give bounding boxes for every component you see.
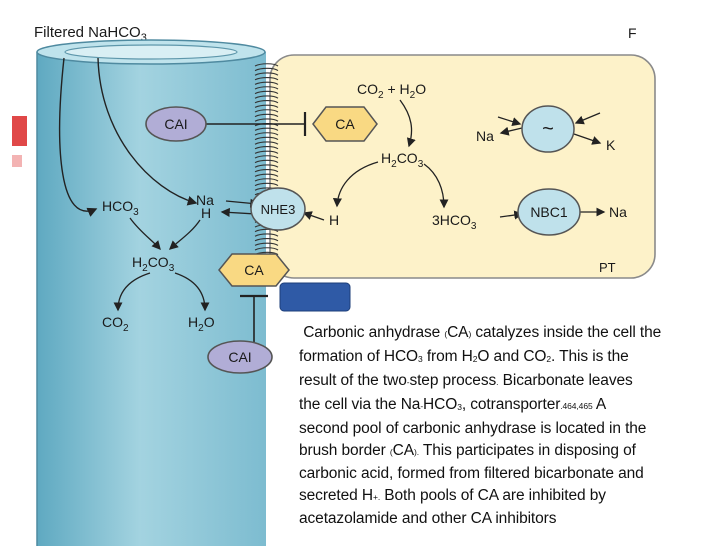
caption-line-7: carbonic acid, formed from filtered bica… bbox=[299, 465, 644, 482]
arrow-h2co3-to-3hco3 bbox=[423, 163, 449, 209]
cell-h2co3-label: H2CO3 bbox=[381, 150, 424, 170]
brush-border-loop bbox=[254, 233, 279, 237]
brush-border-loop bbox=[254, 127, 279, 131]
brush-border-loop bbox=[254, 90, 279, 95]
caption-line-1: Carbonic anhydrase (CA) catalyzes inside… bbox=[303, 324, 662, 341]
brush-border-loop bbox=[254, 132, 279, 136]
svg-text:NHE3: NHE3 bbox=[261, 202, 296, 217]
brush-border-loop bbox=[254, 146, 279, 150]
cell-h-label: H bbox=[329, 212, 339, 228]
caption-line-8: secreted H+. Both pools of CA are inhibi… bbox=[299, 486, 606, 504]
cell-na-left-label: Na bbox=[476, 128, 494, 144]
brush-border-loop bbox=[254, 155, 279, 159]
side-mark bbox=[12, 116, 27, 146]
arrow-atpase-na-out bbox=[499, 126, 523, 136]
brush-border-loop bbox=[254, 150, 279, 154]
arrow-h2co3-to-co2 bbox=[113, 272, 151, 312]
caption-line-4: the cell via the Na-HCO3, cotransporter.… bbox=[299, 395, 607, 413]
lumen-h2co3-label: H2CO3 bbox=[132, 254, 175, 274]
brush-border-loop bbox=[254, 164, 279, 168]
pt-cell bbox=[269, 54, 656, 279]
cai-bottom-node: CAI bbox=[207, 340, 273, 374]
cell-na-right-label: Na bbox=[609, 204, 627, 220]
lumen-hco3-label: HCO3 bbox=[102, 198, 139, 218]
lumen-h2o-label: H2O bbox=[188, 314, 215, 334]
svg-text:CA: CA bbox=[244, 262, 264, 278]
arrow-h-to-nhe3 bbox=[302, 211, 325, 221]
brush-border-loop bbox=[254, 100, 279, 104]
arrow-hco3-to-h2co3 bbox=[129, 217, 161, 251]
caption-line-6: brush border (CA). This participates in … bbox=[299, 441, 636, 459]
brush-border-loop bbox=[254, 238, 279, 242]
ca-bottom-node: CA bbox=[218, 253, 290, 287]
lumen-na-label: Na bbox=[196, 192, 214, 208]
corner-mark: F bbox=[628, 25, 637, 41]
brush-border-loop bbox=[254, 159, 279, 164]
arrow-atpase-na-in bbox=[497, 116, 522, 126]
brush-border-loop bbox=[254, 77, 279, 81]
brush-border-loop bbox=[254, 113, 279, 118]
brush-border-loop bbox=[254, 67, 279, 72]
caption-line-3: result of the two-step process. Bicarbon… bbox=[299, 372, 633, 389]
caption-line-2: formation of HCO3 from H2O and CO2. This… bbox=[299, 347, 629, 365]
arrow-h-out-of-cell bbox=[220, 207, 257, 217]
svg-text:~: ~ bbox=[542, 118, 554, 140]
svg-text:CAI: CAI bbox=[228, 349, 251, 365]
cell-3hco3-label: 3HCO3 bbox=[432, 212, 477, 232]
brush-border-loop bbox=[254, 141, 279, 145]
caption-line-5: second pool of carbonic anhydrase is loc… bbox=[299, 420, 647, 437]
svg-text:NBC1: NBC1 bbox=[530, 204, 568, 220]
brush-border-loop bbox=[254, 182, 279, 187]
brush-border-loop bbox=[254, 72, 279, 76]
diagram-title: Filtered NaHCO3 bbox=[34, 24, 147, 44]
cell-k-label: K bbox=[606, 137, 616, 153]
brush-border-loop bbox=[254, 169, 279, 173]
arrow-h2co3-to-h2o bbox=[174, 272, 210, 312]
arrow-h2co3-to-h bbox=[332, 161, 379, 208]
arrow-atpase-k-out bbox=[573, 133, 602, 145]
brush-border-loop bbox=[254, 104, 279, 108]
cell-pt-label: PT bbox=[599, 260, 616, 275]
caption-line-9: acetazolamide and other CA inhibitors bbox=[299, 510, 557, 527]
nhe3-node: NHE3 bbox=[250, 187, 306, 231]
lumen-h-label: H bbox=[201, 205, 211, 221]
brush-border-loop bbox=[254, 109, 279, 113]
brush-border-loop bbox=[254, 118, 279, 122]
cai-top-node: CAI bbox=[145, 106, 207, 142]
brush-border-loop bbox=[254, 81, 279, 85]
flow-line-left bbox=[58, 57, 98, 217]
flow-line-right bbox=[97, 57, 198, 206]
cell-co2-h2o-label: CO2 + H2O bbox=[357, 81, 426, 101]
brush-border-loop bbox=[254, 95, 279, 99]
brush-border-loop bbox=[254, 86, 279, 90]
brush-border-loop bbox=[254, 178, 279, 182]
arrow-co2h2o-to-h2co3 bbox=[399, 99, 416, 148]
lumen-co2-label: CO2 bbox=[102, 314, 129, 334]
brush-border-loop bbox=[254, 228, 279, 233]
brush-border-loop bbox=[254, 136, 279, 141]
arrow-h-to-h2co3 bbox=[168, 219, 201, 250]
brush-border-loop bbox=[254, 63, 279, 67]
caption-text: Carbonic anhydrase (CA) catalyzes inside… bbox=[299, 322, 724, 530]
svg-text:CA: CA bbox=[335, 116, 355, 132]
brush-border-loop bbox=[254, 242, 279, 246]
blue-nav-button[interactable] bbox=[279, 282, 351, 312]
nbc1-node: NBC1 bbox=[517, 188, 581, 236]
tubule-top-opening bbox=[64, 44, 238, 60]
na-k-atpase-node: ~ bbox=[521, 105, 575, 153]
svg-text:CAI: CAI bbox=[164, 116, 187, 132]
side-mark-faint bbox=[12, 155, 22, 167]
arrow-atpase-k-in bbox=[574, 112, 601, 125]
brush-border-loop bbox=[254, 247, 279, 251]
ca-top-node: CA bbox=[312, 106, 378, 142]
brush-border-loop bbox=[254, 173, 279, 177]
